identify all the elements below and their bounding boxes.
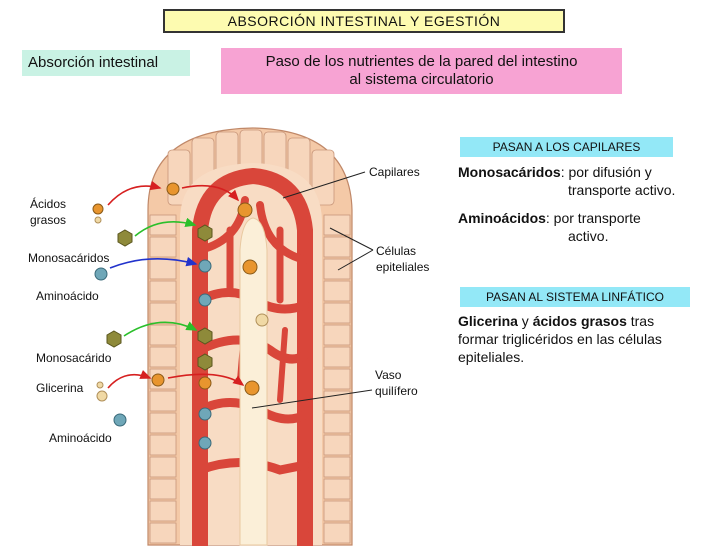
fatty-acid-particle	[237, 202, 253, 218]
fatty-acid-particle	[198, 376, 212, 390]
mono-term: Monosacáridos	[458, 164, 561, 180]
green-arrow	[134, 217, 197, 237]
glycerol-particle	[96, 381, 104, 389]
mono-line-1: Monosacáridos: por difusión y	[458, 163, 708, 181]
mono-line-2: transporte activo.	[568, 182, 676, 198]
capilares-description: Monosacáridos: por difusión y transporte…	[458, 163, 708, 245]
blue-arrow	[109, 256, 198, 269]
linfatico-line-3: epiteliales.	[458, 349, 525, 365]
subtitle-line-1: Paso de los nutrientes de la pared del i…	[265, 53, 578, 70]
fatty-acid-particle	[166, 182, 180, 196]
amino-acid-particle	[198, 259, 212, 273]
label-monosacaridos: Monosacáridos	[28, 251, 110, 265]
monosaccharide-particle	[106, 330, 122, 348]
epithelial-cells-right	[323, 214, 351, 544]
page-title: ABSORCIÓN INTESTINAL Y EGESTIÓN	[163, 9, 565, 33]
amino-line-1: Aminoácidos: por transporte	[458, 209, 708, 227]
monosaccharide-particle	[197, 353, 213, 371]
amino-acid-particle	[198, 293, 212, 307]
red-arrow	[107, 369, 152, 389]
label-acidos-line-1: Ácidos	[30, 197, 67, 211]
label-celulas-line-1: Células	[376, 244, 417, 258]
linfatico-line-2: formar triglicéridos en las células	[458, 331, 662, 347]
label-celulas-line-2: epiteliales	[376, 260, 430, 274]
conj: y	[517, 313, 533, 329]
monosaccharide-particle	[197, 224, 213, 242]
leader-line-vaso	[251, 389, 373, 409]
label-vaso: Vaso quilífero	[375, 367, 418, 399]
linfatico-rest-1: tras	[626, 313, 655, 329]
amino-term: Aminoácidos	[458, 210, 546, 226]
glicerina-term: Glicerina	[458, 313, 518, 329]
linfatico-description: Glicerina y ácidos grasos tras formar tr…	[458, 312, 718, 366]
amino-acid-particle	[198, 407, 212, 421]
label-monosacarido: Monosacárido	[36, 351, 112, 365]
label-vaso-line-2: quilífero	[375, 384, 418, 398]
fatty-acid-particle	[244, 380, 260, 396]
glycerol-particle	[255, 313, 269, 327]
amino-acid-particle	[198, 436, 212, 450]
label-capilares: Capilares	[369, 165, 420, 179]
label-aminoacido-1: Aminoácido	[36, 289, 99, 303]
red-arrow	[167, 373, 245, 386]
label-glicerina: Glicerina	[36, 381, 84, 395]
linfatico-heading: PASAN AL SISTEMA LINFÁTICO	[460, 287, 690, 307]
amino-rest-1: : por transporte	[545, 210, 641, 226]
label-vaso-line-1: Vaso	[375, 368, 402, 382]
subtitle-line-2: al sistema circulatorio	[349, 71, 494, 88]
linfatico-line-1: Glicerina y ácidos grasos tras	[458, 312, 718, 330]
leader-line-celulas	[337, 249, 374, 271]
label-celulas: Células epiteliales	[376, 243, 429, 275]
fatty-acid-particle	[242, 259, 258, 275]
label-acidos-grasos: Ácidos grasos	[30, 196, 66, 228]
fatty-acid-particle	[151, 373, 165, 387]
subtitle-box: Paso de los nutrientes de la pared del i…	[221, 48, 622, 94]
label-aminoacido-2: Aminoácido	[49, 431, 112, 445]
red-arrow	[107, 180, 162, 206]
capilares-heading: PASAN A LOS CAPILARES	[460, 137, 673, 157]
amino-line-2: activo.	[568, 228, 609, 244]
fatty-acid-particle	[92, 203, 104, 215]
glycerol-particle	[96, 390, 108, 402]
glycerol-particle	[94, 216, 102, 224]
mono-rest-1: : por difusión y	[560, 164, 652, 180]
label-acidos-line-2: grasos	[30, 213, 67, 227]
leader-line-celulas	[329, 227, 374, 251]
monosaccharide-particle	[117, 229, 133, 247]
amino-acid-particle	[94, 267, 108, 281]
amino-acid-particle	[113, 413, 127, 427]
red-arrow	[181, 184, 240, 202]
section-tag: Absorción intestinal	[22, 50, 190, 76]
leader-line-capilares	[282, 171, 366, 199]
green-arrow	[123, 321, 198, 337]
acidos-term: ácidos grasos	[532, 313, 627, 329]
monosaccharide-particle	[197, 327, 213, 345]
